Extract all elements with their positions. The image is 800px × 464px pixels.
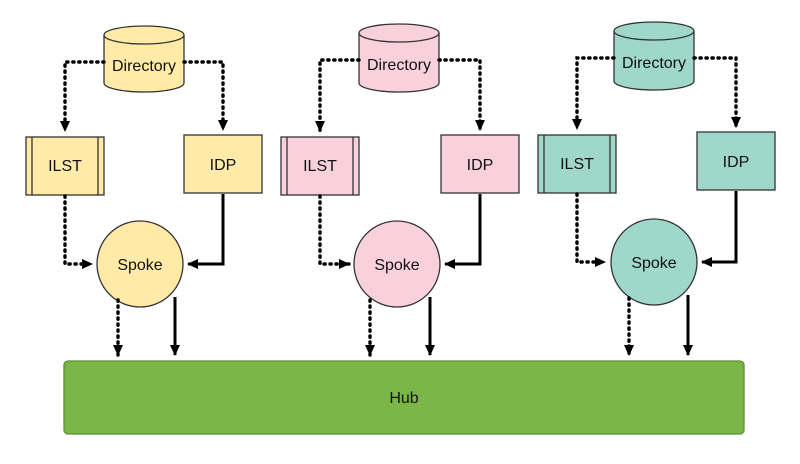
idp-1: IDP	[183, 134, 263, 194]
directory-1-label: Directory	[112, 58, 176, 75]
directory-3-top	[613, 21, 695, 41]
idp-2: IDP	[440, 134, 520, 194]
connector-directory-1-to-ilst-1	[60, 60, 106, 133]
ilst-3-box	[537, 134, 617, 194]
ilst-1-box	[25, 136, 105, 196]
ilst-2: ILST	[280, 136, 360, 196]
connector-directory-2-to-idp-2	[437, 58, 485, 132]
connector-directory-3-to-idp-3	[692, 56, 741, 129]
connector-directory-3-to-ilst-3	[572, 56, 616, 131]
directory-3-body	[613, 31, 695, 91]
directory-2-label: Directory	[367, 57, 431, 74]
connector-directory-1-to-idp-1	[182, 60, 228, 132]
group-3: Directory ILST IDP Spoke	[537, 21, 776, 357]
idp-2-label: IDP	[467, 157, 494, 174]
connector-ilst-3-to-spoke-3	[575, 192, 607, 267]
idp-1-box	[183, 134, 263, 194]
connector-idp-3-to-spoke-3	[701, 191, 738, 267]
hub: Hub	[63, 360, 745, 435]
ilst-2-label: ILST	[303, 158, 337, 175]
idp-3-label: IDP	[723, 154, 750, 171]
directory-1-body	[103, 35, 185, 93]
connector-idp-1-to-spoke-1	[187, 194, 225, 269]
connector-ilst-2-to-spoke-2	[318, 194, 351, 269]
directory-3: Directory	[613, 21, 695, 91]
idp-3: IDP	[696, 131, 776, 191]
spoke-2-circle	[353, 220, 441, 308]
spoke-1: Spoke	[96, 220, 184, 308]
connector-ilst-1-to-spoke-1	[63, 194, 94, 269]
group-2: Directory ILST IDP Spoke	[280, 23, 520, 357]
hub-label: Hub	[389, 390, 418, 407]
directory-2-top	[358, 23, 440, 43]
directory-3-label: Directory	[622, 55, 686, 72]
ilst-3: ILST	[537, 134, 617, 194]
spoke-2: Spoke	[353, 220, 441, 308]
hub-box	[63, 360, 745, 435]
group-1: Directory ILST IDP Spoke	[25, 25, 263, 357]
spoke-1-label: Spoke	[117, 257, 162, 274]
ilst-2-box	[280, 136, 360, 196]
spoke-3-label: Spoke	[631, 255, 676, 272]
ilst-1-label: ILST	[48, 158, 82, 175]
directory-1-top	[103, 25, 185, 45]
directory-1: Directory	[103, 25, 185, 93]
idp-2-box	[440, 134, 520, 194]
ilst-3-label: ILST	[560, 156, 594, 173]
idp-3-box	[696, 131, 776, 191]
ilst-1: ILST	[25, 136, 105, 196]
idp-1-label: IDP	[210, 157, 237, 174]
directory-2-body	[358, 33, 440, 93]
directory-2: Directory	[358, 23, 440, 93]
spoke-3: Spoke	[610, 218, 698, 306]
spoke-2-label: Spoke	[374, 257, 419, 274]
connector-directory-2-to-ilst-2	[315, 58, 361, 133]
spoke-1-circle	[96, 220, 184, 308]
spoke-3-circle	[610, 218, 698, 306]
connector-idp-2-to-spoke-2	[444, 194, 482, 269]
